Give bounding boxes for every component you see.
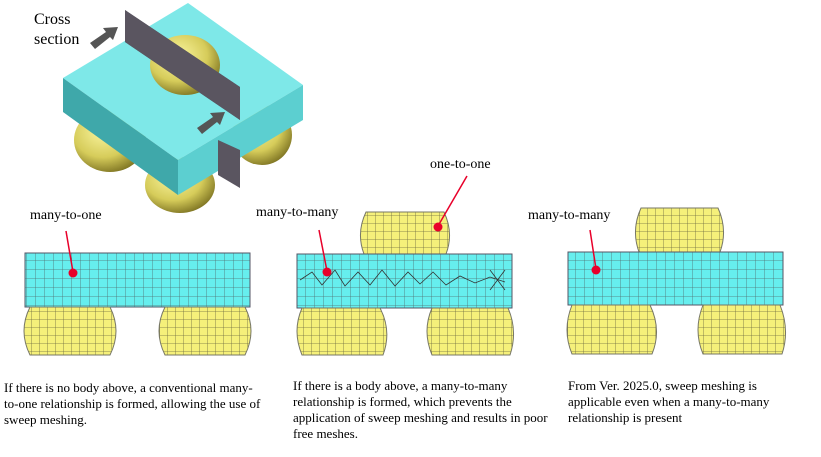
label-many-to-one: many-to-one [30, 208, 102, 223]
label-one-to-one: one-to-one [430, 157, 491, 172]
caption-panel-2: If there is a body above, a many-to-many… [293, 378, 548, 441]
label-many-to-many: many-to-many [256, 205, 339, 220]
3d-model-illustration [63, 3, 303, 213]
arrow-icon [197, 112, 225, 134]
panel-2-mesh [296, 175, 514, 356]
arrow-icon [90, 27, 118, 49]
caption-panel-3: From Ver. 2025.0, sweep meshing is appli… [568, 378, 770, 425]
panel-3-mesh [566, 207, 786, 355]
caption-panel-1: If there is no body above, a conventiona… [4, 380, 261, 427]
label-many-to-many: many-to-many [528, 208, 611, 223]
panel-1-mesh [23, 230, 252, 356]
